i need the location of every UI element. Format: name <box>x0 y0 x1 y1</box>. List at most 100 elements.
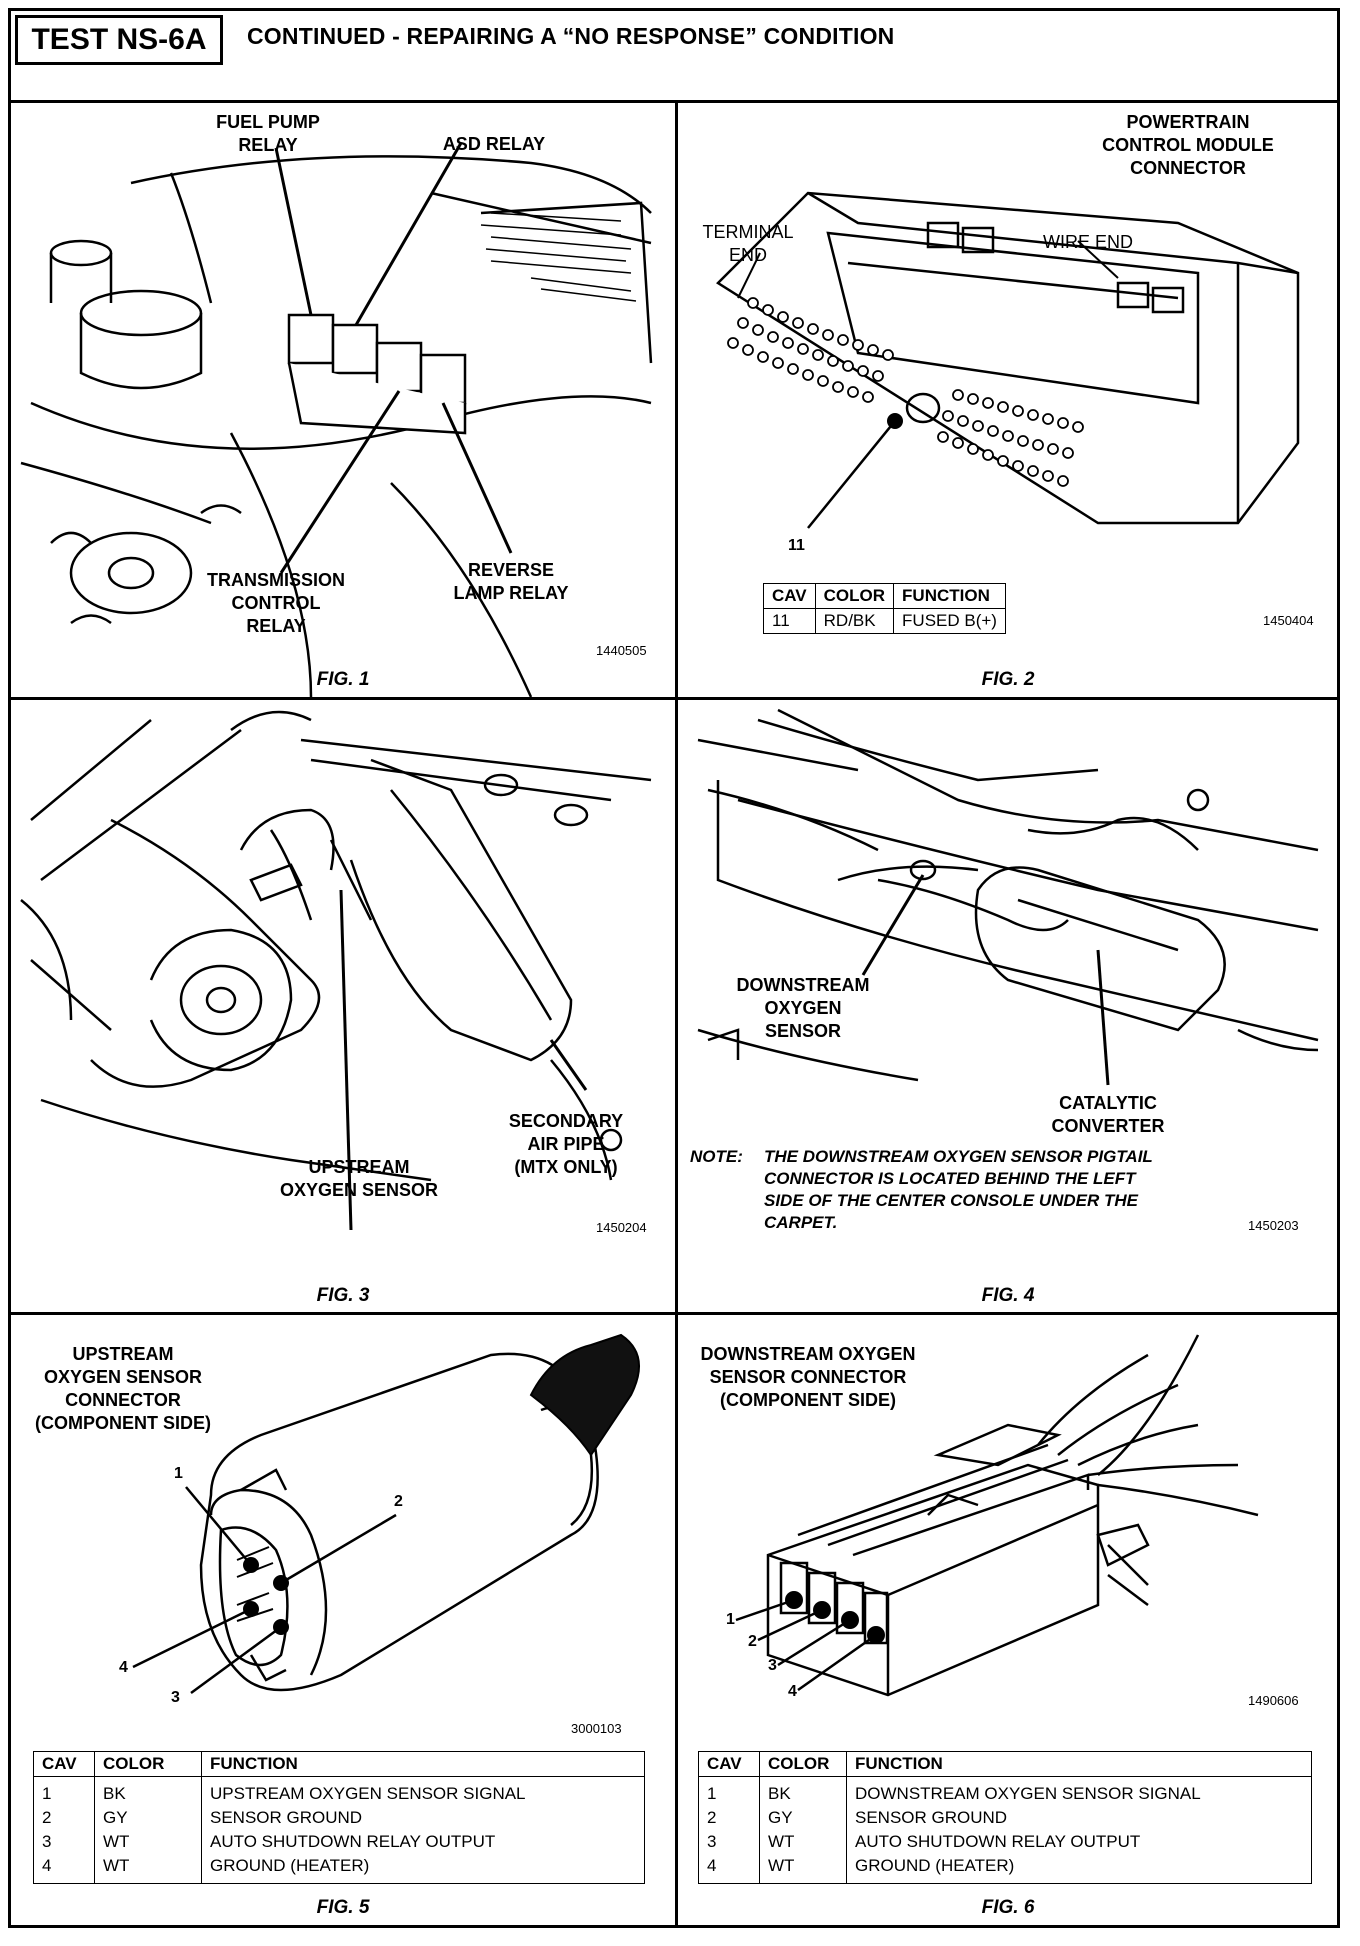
table-row: 1 BK UPSTREAM OXYGEN SENSOR SIGNAL <box>33 1776 645 1806</box>
cell-cav: 4 <box>33 1854 95 1884</box>
cell-function: GROUND (HEATER) <box>846 1854 1312 1884</box>
fig5-panel: UPSTREAM OXYGEN SENSOR CONNECTOR (COMPON… <box>11 1315 675 1928</box>
callout-4: 4 <box>788 1683 797 1700</box>
fig6-cav-table: CAV COLOR FUNCTION 1 BK DOWNSTREAM OXYGE… <box>698 1751 1312 1884</box>
leader-pin-1 <box>735 1598 795 1622</box>
table-row: 4 WT GROUND (HEATER) <box>33 1854 645 1884</box>
fig4-panel: DOWNSTREAM OXYGEN SENSOR CATALYTIC CONVE… <box>678 700 1340 1312</box>
leader-fuel-pump-relay <box>274 147 313 316</box>
table-header-row: CAV COLOR FUNCTION <box>698 1751 1312 1777</box>
cell-color: WT <box>759 1854 847 1884</box>
fig5-title: UPSTREAM OXYGEN SENSOR CONNECTOR (COMPON… <box>34 1344 211 1433</box>
table-row: 4 WT GROUND (HEATER) <box>698 1854 1312 1884</box>
cell-function: SENSOR GROUND <box>846 1806 1312 1830</box>
label-downstream-oxygen-sensor: DOWNSTREAM OXYGEN SENSOR <box>736 975 870 1041</box>
leader-cavity-11 <box>807 420 896 529</box>
leader-pin-1 <box>185 1486 252 1566</box>
cell-function: SENSOR GROUND <box>201 1806 645 1830</box>
cell-function: UPSTREAM OXYGEN SENSOR SIGNAL <box>201 1776 645 1806</box>
leader-pin-2 <box>280 1513 397 1585</box>
row-divider-2 <box>11 1312 1337 1315</box>
cell-function: DOWNSTREAM OXYGEN SENSOR SIGNAL <box>846 1776 1312 1806</box>
fig6-panel: DOWNSTREAM OXYGEN SENSOR CONNECTOR (COMP… <box>678 1315 1340 1928</box>
fig3-id-number: 1450204 <box>596 1220 647 1235</box>
fig1-id-number: 1440505 <box>596 643 647 658</box>
page-title: CONTINUED - REPAIRING A “NO RESPONSE” CO… <box>247 23 895 49</box>
sensor-cable <box>529 1333 640 1457</box>
label-reverse-lamp-relay: REVERSE LAMP RELAY <box>453 560 569 603</box>
callout-1: 1 <box>174 1465 183 1482</box>
row-divider-1 <box>11 697 1337 700</box>
leader-downstream-sensor <box>861 874 925 976</box>
table-row: 3 WT AUTO SHUTDOWN RELAY OUTPUT <box>33 1830 645 1854</box>
fig2-pcm-connector-illustration <box>716 191 1300 529</box>
fig2-caption: FIG. 2 <box>981 669 1035 690</box>
callout-2: 2 <box>394 1493 403 1510</box>
fig4-id-number: 1450203 <box>1248 1218 1299 1233</box>
service-manual-page: TEST NS-6A CONTINUED - REPAIRING A “NO R… <box>8 8 1340 1928</box>
callout-1: 1 <box>726 1611 735 1628</box>
header-function: FUNCTION <box>201 1751 645 1777</box>
label-wire-end: WIRE END <box>1043 232 1133 252</box>
fig1-caption: FIG. 1 <box>316 669 370 690</box>
header-cav: CAV <box>698 1751 760 1777</box>
cell-cav: 1 <box>698 1776 760 1806</box>
fig5-cav-table: CAV COLOR FUNCTION 1 BK UPSTREAM OXYGEN … <box>33 1751 645 1884</box>
callout-11: 11 <box>788 537 805 554</box>
leader-pin-4 <box>797 1633 877 1692</box>
page-header: TEST NS-6A CONTINUED - REPAIRING A “NO R… <box>11 11 1337 103</box>
cell-color: RD/BK <box>814 608 895 634</box>
cell-cav: 3 <box>698 1830 760 1854</box>
table-row: 2 GY SENSOR GROUND <box>33 1806 645 1830</box>
leader-catalytic-converter <box>1096 949 1110 1086</box>
note-text: THE DOWNSTREAM OXYGEN SENSOR PIGTAIL CON… <box>764 1147 1153 1232</box>
cell-cav: 1 <box>33 1776 95 1806</box>
table-header-row: CAV COLOR FUNCTION <box>33 1751 645 1777</box>
table-row: 2 GY SENSOR GROUND <box>698 1806 1312 1830</box>
connector-pins <box>727 297 1084 487</box>
label-transmission-control-relay: TRANSMISSION CONTROL RELAY <box>206 570 345 636</box>
cell-cav: 3 <box>33 1830 95 1854</box>
leader-pin-3 <box>190 1625 282 1695</box>
fig2-id-number: 1450404 <box>1263 613 1314 628</box>
header-cav: CAV <box>33 1751 95 1777</box>
cell-function: FUSED B(+) <box>893 608 1006 634</box>
fig2-panel: POWERTRAIN CONTROL MODULE CONNECTOR TERM… <box>678 103 1340 697</box>
cell-function: AUTO SHUTDOWN RELAY OUTPUT <box>846 1830 1312 1854</box>
header-color: COLOR <box>759 1751 847 1777</box>
leader-asd-relay <box>354 142 463 326</box>
fig1-panel: FUEL PUMP RELAY ASD RELAY TRANSMISSION C… <box>11 103 675 697</box>
table-row: 11 RD/BK FUSED B(+) <box>763 608 1006 634</box>
fig5-caption: FIG. 5 <box>316 1897 370 1918</box>
leader-reverse-lamp-relay <box>441 402 513 554</box>
label-secondary-air-pipe: SECONDARY AIR PIPE (MTX ONLY) <box>508 1111 624 1177</box>
table-header-row: CAV COLOR FUNCTION <box>763 583 1006 609</box>
table-row: 1 BK DOWNSTREAM OXYGEN SENSOR SIGNAL <box>698 1776 1312 1806</box>
label-asd-relay: ASD RELAY <box>442 134 546 154</box>
header-function: FUNCTION <box>893 583 1006 609</box>
fig2-title: POWERTRAIN CONTROL MODULE CONNECTOR <box>1102 112 1274 178</box>
fig5-upstream-connector-illustration <box>132 1333 640 1695</box>
leader-pin-2 <box>757 1608 823 1642</box>
column-divider <box>675 100 678 1928</box>
cell-function: AUTO SHUTDOWN RELAY OUTPUT <box>201 1830 645 1854</box>
leader-pin-4 <box>132 1607 252 1669</box>
callout-3: 3 <box>171 1689 180 1706</box>
leader-transmission-relay <box>279 390 401 574</box>
fig1-engine-bay-illustration <box>20 142 653 697</box>
cell-cav: 4 <box>698 1854 760 1884</box>
fig6-title: DOWNSTREAM OXYGEN SENSOR CONNECTOR (COMP… <box>700 1344 916 1410</box>
header-cav: CAV <box>763 583 816 609</box>
leader-secondary-air-pipe <box>549 1039 588 1091</box>
header-color: COLOR <box>94 1751 202 1777</box>
callout-3: 3 <box>768 1657 777 1674</box>
table-row: 3 WT AUTO SHUTDOWN RELAY OUTPUT <box>698 1830 1312 1854</box>
label-upstream-oxygen-sensor: UPSTREAM OXYGEN SENSOR <box>279 1157 439 1200</box>
fig5-id-number: 3000103 <box>571 1721 622 1736</box>
leader-terminal-end <box>737 252 761 299</box>
cell-function: GROUND (HEATER) <box>201 1854 645 1884</box>
cell-color: WT <box>759 1830 847 1854</box>
fig3-caption: FIG. 3 <box>316 1285 370 1306</box>
cell-color: WT <box>94 1854 202 1884</box>
cell-color: BK <box>94 1776 202 1806</box>
